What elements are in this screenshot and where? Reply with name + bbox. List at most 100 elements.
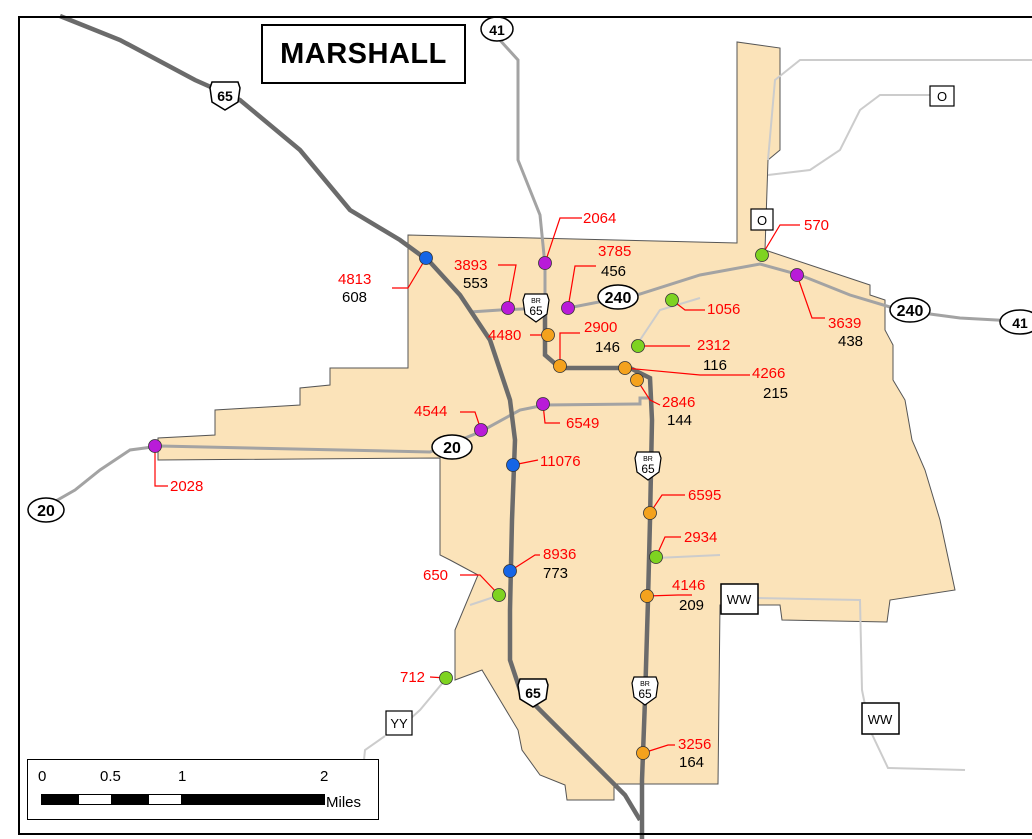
road-county-o-north bbox=[767, 59, 1032, 161]
count-sub-value: 553 bbox=[463, 275, 488, 292]
station-marker-4480 bbox=[541, 328, 555, 342]
count-value: 4266 bbox=[752, 365, 785, 382]
svg-text:41: 41 bbox=[489, 22, 505, 38]
station-marker-6595 bbox=[643, 506, 657, 520]
count-sub-value: 608 bbox=[342, 289, 367, 306]
station-marker-2028 bbox=[148, 439, 162, 453]
count-sub-value: 438 bbox=[838, 333, 863, 350]
road-north-connector bbox=[639, 297, 701, 341]
map-title: MARSHALL bbox=[261, 24, 466, 84]
state-route-shield: 41 bbox=[480, 16, 514, 42]
count-value: 4544 bbox=[414, 403, 447, 420]
svg-text:O: O bbox=[937, 89, 947, 104]
count-value: 570 bbox=[804, 217, 829, 234]
station-marker-4146 bbox=[640, 589, 654, 603]
count-value: 3256 bbox=[678, 736, 711, 753]
count-value: 1056 bbox=[707, 301, 740, 318]
count-value: 2846 bbox=[662, 394, 695, 411]
svg-text:YY: YY bbox=[390, 716, 408, 731]
scale-segment bbox=[78, 794, 112, 805]
count-value: 11076 bbox=[540, 453, 581, 470]
station-marker-2934 bbox=[649, 550, 663, 564]
count-value: 650 bbox=[423, 567, 448, 584]
shield-label: 65 bbox=[525, 685, 541, 701]
shield-prefix: BR bbox=[640, 681, 650, 688]
business-route-shield: BR 65 bbox=[634, 451, 662, 481]
svg-text:20: 20 bbox=[37, 503, 55, 520]
count-value: 3639 bbox=[828, 315, 861, 332]
station-marker-8936 bbox=[503, 564, 517, 578]
shield-label: 65 bbox=[217, 88, 233, 104]
county-route-shield: O bbox=[929, 85, 955, 107]
count-stations bbox=[148, 248, 804, 760]
state-route-shield: 20 bbox=[27, 497, 65, 523]
station-marker-2064 bbox=[538, 256, 552, 270]
scale-tick: 0.5 bbox=[100, 768, 121, 785]
shield-prefix: BR bbox=[643, 456, 653, 463]
count-value: 6549 bbox=[566, 415, 599, 432]
business-route-shield: BR 65 bbox=[522, 293, 550, 323]
station-marker-712 bbox=[439, 671, 453, 685]
count-sub-value: 209 bbox=[679, 597, 704, 614]
scale-tick: 2 bbox=[320, 768, 329, 785]
count-value: 3893 bbox=[454, 257, 487, 274]
station-marker-2900 bbox=[553, 359, 567, 373]
svg-text:240: 240 bbox=[897, 303, 924, 320]
shield-prefix: BR bbox=[531, 298, 541, 305]
state-route-shield: 20 bbox=[431, 434, 473, 460]
count-value: 6595 bbox=[688, 487, 721, 504]
svg-text:20: 20 bbox=[443, 440, 461, 457]
shield-label: 65 bbox=[638, 687, 652, 701]
count-value: 712 bbox=[400, 669, 425, 686]
county-route-shield: WW bbox=[861, 702, 900, 735]
leader-lines bbox=[154, 217, 825, 754]
scale-bar: 0 0.5 1 2 Miles bbox=[27, 759, 379, 820]
station-marker-3256 bbox=[636, 746, 650, 760]
city-limits-area bbox=[157, 41, 956, 801]
scale-units: Miles bbox=[326, 794, 362, 811]
us-route-shield: 65 bbox=[517, 678, 549, 708]
count-value: 2028 bbox=[170, 478, 203, 495]
scale-segment bbox=[148, 794, 182, 805]
station-marker-6549 bbox=[536, 397, 550, 411]
shield-label: 65 bbox=[529, 304, 543, 318]
count-value: 3785 bbox=[598, 243, 631, 260]
scale-segment bbox=[182, 794, 325, 805]
business-route-shield: BR 65 bbox=[631, 676, 659, 706]
state-route-shield: 240 bbox=[889, 297, 931, 323]
count-sub-value: 215 bbox=[763, 385, 788, 402]
station-marker-4544 bbox=[474, 423, 488, 437]
route-shields: 65 65 BR 65 BR 65 BR 65 41 41 bbox=[27, 16, 1032, 736]
svg-text:240: 240 bbox=[605, 290, 632, 307]
scale-segment bbox=[112, 794, 148, 805]
count-value: 2900 bbox=[584, 319, 617, 336]
road-route-41 bbox=[496, 36, 547, 320]
station-marker-3639 bbox=[790, 268, 804, 282]
count-value: 2064 bbox=[583, 210, 616, 227]
count-value: 2312 bbox=[697, 337, 730, 354]
count-labels: 4813 608 3893 553 2064 3785 456 570 3639… bbox=[170, 210, 863, 771]
count-sub-value: 144 bbox=[667, 412, 692, 429]
station-marker-3893 bbox=[501, 301, 515, 315]
station-marker-650 bbox=[492, 588, 506, 602]
shield-label: 65 bbox=[641, 462, 655, 476]
road-2934 bbox=[655, 554, 721, 559]
count-value: 4813 bbox=[338, 271, 371, 288]
scale-tick: 1 bbox=[178, 768, 187, 785]
svg-text:WW: WW bbox=[727, 592, 752, 607]
count-value: 2934 bbox=[684, 529, 717, 546]
road-county-o-east bbox=[767, 94, 935, 176]
svg-text:41: 41 bbox=[1012, 315, 1028, 331]
scale-tick: 0 bbox=[38, 768, 47, 785]
station-marker-1056 bbox=[665, 293, 679, 307]
state-route-shield: 41 bbox=[999, 309, 1032, 335]
svg-text:O: O bbox=[757, 213, 767, 228]
us-route-shield: 65 bbox=[209, 81, 241, 111]
county-route-shield: YY bbox=[385, 710, 413, 736]
station-marker-4266 bbox=[618, 361, 632, 375]
station-marker-2312 bbox=[631, 339, 645, 353]
county-route-shield: O bbox=[750, 208, 774, 231]
count-value: 8936 bbox=[543, 546, 576, 563]
count-value: 4146 bbox=[672, 577, 705, 594]
